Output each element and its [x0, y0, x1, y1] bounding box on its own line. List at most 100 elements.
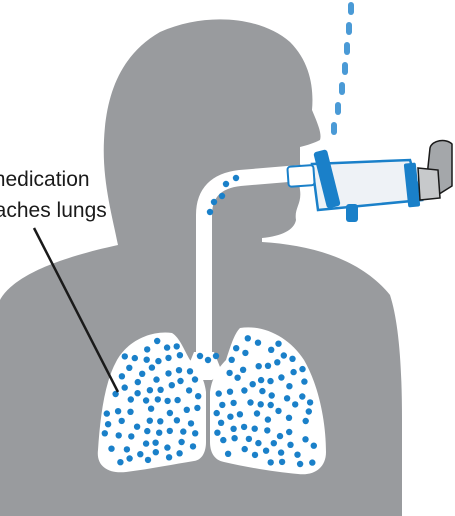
medication-dot [264, 427, 270, 433]
medication-dot [137, 451, 143, 457]
medication-dot [156, 430, 162, 436]
medication-dot [268, 459, 274, 465]
medication-dot [299, 393, 305, 399]
medication-dot [178, 439, 184, 445]
label-line-2: reaches lungs [0, 199, 107, 222]
medication-dot [134, 424, 140, 430]
medication-dot [245, 335, 251, 341]
spray-dash [346, 22, 352, 35]
medication-dot [230, 426, 236, 432]
medication-dot [149, 364, 155, 370]
medication-dot [152, 440, 158, 446]
medication-dot [227, 389, 233, 395]
medication-dot [269, 392, 275, 398]
medication-dot [192, 430, 198, 436]
medication-dot [240, 367, 246, 373]
medication-dot [147, 387, 153, 393]
medication-dot [213, 353, 219, 359]
medication-dot [126, 365, 132, 371]
medication-dot [268, 402, 274, 408]
medication-dot [307, 399, 313, 405]
medication-dot [211, 199, 217, 205]
medication-dot [259, 388, 265, 394]
medication-dot [231, 435, 237, 441]
medication-dot [104, 410, 110, 416]
medication-dot [184, 407, 190, 413]
medication-dot [108, 446, 114, 452]
medication-dot [116, 432, 122, 438]
medication-dot [164, 398, 170, 404]
medication-dot [252, 426, 258, 432]
medication-dot [219, 402, 225, 408]
label-line-1: medication [0, 168, 90, 191]
spacer-inhaler-icon [287, 141, 452, 222]
medication-dot [226, 370, 232, 376]
medication-dot [166, 454, 172, 460]
medication-dot [292, 401, 298, 407]
medication-dot [177, 378, 183, 384]
medication-dot [176, 367, 182, 373]
medication-dot [289, 356, 295, 362]
medication-dot [254, 410, 260, 416]
medication-dot [197, 353, 203, 359]
medication-dot [132, 355, 138, 361]
medication-dot [275, 341, 281, 347]
spray-dash [331, 122, 337, 135]
medication-dot [127, 409, 133, 415]
medication-dot [135, 379, 141, 385]
medication-dot [306, 408, 312, 414]
spray-dash [339, 82, 345, 95]
medication-dot [207, 209, 213, 215]
medication-dot [287, 442, 293, 448]
medication-dot [128, 433, 134, 439]
medication-dot [167, 410, 173, 416]
medication-dot [205, 357, 211, 363]
spray-dashes [331, 2, 354, 135]
medication-dot [271, 440, 277, 446]
medication-dot [177, 352, 183, 358]
medication-dot [250, 381, 256, 387]
medication-dot [194, 405, 200, 411]
medication-dot [281, 352, 287, 358]
medication-dot [302, 436, 308, 442]
medication-dot [233, 345, 239, 351]
medication-dot [128, 396, 134, 402]
medication-dot [225, 451, 231, 457]
medication-dot [256, 363, 262, 369]
medication-dot [267, 378, 273, 384]
medication-dot [263, 448, 269, 454]
medication-dot [174, 417, 180, 423]
medication-dot [286, 383, 292, 389]
medication-dot [187, 368, 193, 374]
medication-dot [233, 175, 239, 181]
medication-dot [265, 363, 271, 369]
medication-dot [252, 452, 258, 458]
medication-dot [242, 350, 248, 356]
spray-dash [335, 102, 341, 115]
medication-dot [265, 416, 271, 422]
medication-dot [148, 406, 154, 412]
medication-dot [157, 387, 163, 393]
medication-dot [122, 384, 128, 390]
medication-dot [174, 343, 180, 349]
medication-dot [277, 433, 283, 439]
medication-dot [294, 452, 300, 458]
medication-dot [241, 387, 247, 393]
medication-dot [278, 374, 284, 380]
medication-dot [220, 437, 226, 443]
medication-dot [275, 408, 281, 414]
medication-dot [155, 358, 161, 364]
spray-dash [348, 2, 354, 15]
medication-dot [303, 418, 309, 424]
medication-dot [144, 346, 150, 352]
medication-dot [143, 397, 149, 403]
medication-dot [186, 387, 192, 393]
medication-dot [274, 359, 280, 365]
medication-dot [309, 459, 315, 465]
medication-dot [102, 430, 108, 436]
medication-dot [258, 401, 264, 407]
medication-dot [219, 193, 225, 199]
medication-dot [301, 378, 307, 384]
medication-dot [165, 355, 171, 361]
